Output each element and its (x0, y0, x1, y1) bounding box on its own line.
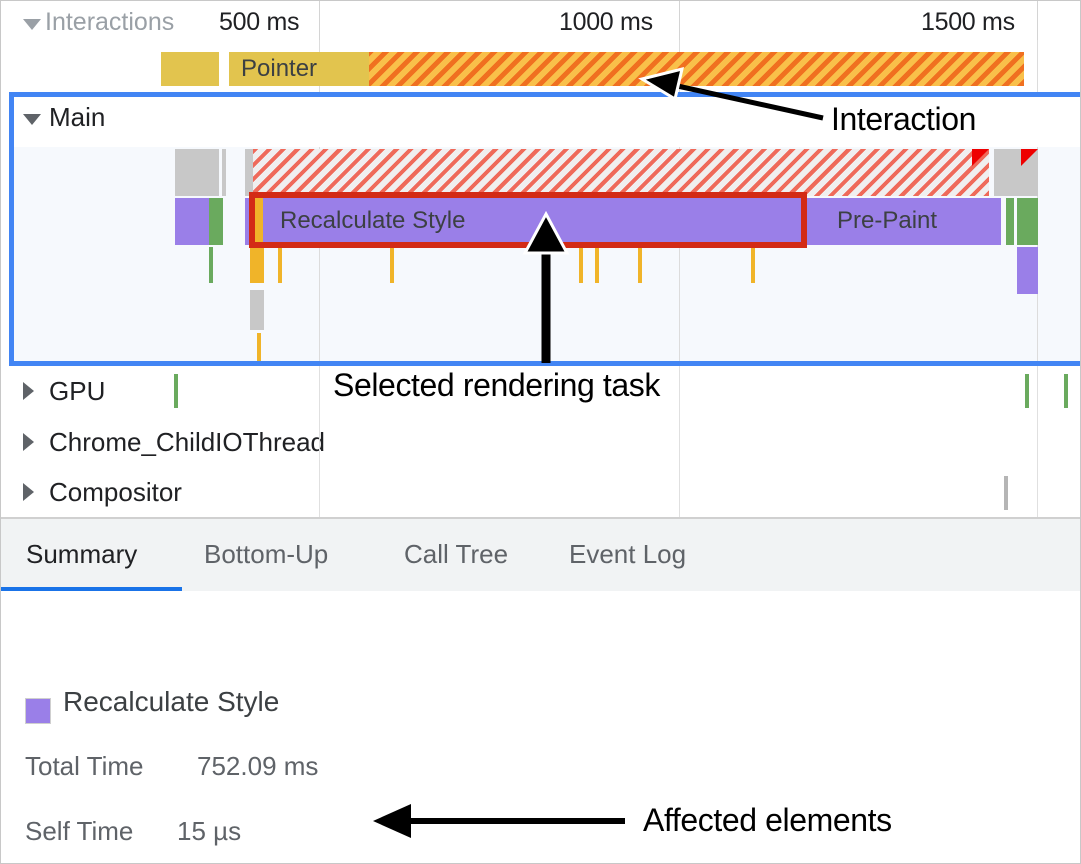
grid-line (679, 417, 680, 468)
main-track-title: Main (49, 102, 106, 132)
timeline-ruler: Interactions 500 ms 1000 ms 1500 ms (1, 1, 1080, 41)
gpu-event-mark[interactable] (1025, 374, 1029, 408)
grid-line (319, 366, 320, 417)
flame-box[interactable] (1017, 198, 1038, 245)
flame-box[interactable] (175, 149, 219, 196)
flame-box-label: Pre-Paint (837, 207, 938, 234)
grid-line (679, 366, 680, 417)
interactions-track-lane: Pointer (1, 40, 1080, 93)
tab-bottom-up[interactable]: Bottom-Up (204, 539, 329, 569)
grid-line (319, 417, 320, 468)
grid-line (679, 147, 680, 366)
metric-label: Self Time (25, 816, 134, 846)
ruler-tick-label: 500 ms (219, 8, 300, 36)
tab-call-tree[interactable]: Call Tree (404, 539, 509, 569)
ruler-divider (1037, 1, 1038, 40)
flame-tick[interactable] (209, 247, 213, 283)
active-tab-underline (1, 587, 182, 591)
flame-box[interactable] (255, 198, 263, 245)
metric-value: 752.09 ms (197, 751, 319, 781)
event-title: Recalculate Style (63, 686, 280, 717)
annotation-selected-task-label: Selected rendering task (333, 367, 661, 403)
summary-content: Recalculate Style Total Time 752.09 ms S… (1, 591, 1080, 863)
interaction-event-hatched[interactable] (369, 52, 1024, 86)
tab-summary[interactable]: Summary (26, 539, 138, 569)
annotation-affected-elements-label: Affected elements (643, 802, 892, 838)
gpu-event-mark[interactable] (174, 374, 178, 408)
flame-box-recalculate-style[interactable]: Recalculate Style (263, 198, 811, 245)
grid-line (1037, 40, 1038, 92)
warning-triangle-icon (1021, 149, 1038, 166)
grid-line (319, 147, 320, 366)
ruler-divider (679, 1, 680, 40)
flame-box[interactable] (1017, 247, 1038, 294)
event-title-row: Recalculate Style (1, 686, 1080, 730)
grid-line (1037, 468, 1038, 517)
flame-tick[interactable] (638, 247, 642, 283)
flame-box[interactable] (209, 198, 223, 245)
gpu-track-title: GPU (49, 376, 106, 406)
flame-box-pre-paint[interactable]: Pre-Paint (827, 198, 1001, 245)
chevron-down-icon[interactable] (23, 114, 41, 125)
metric-value: 15 µs (177, 816, 242, 846)
chrome-childiothread-track-title: Chrome_ChildIOThread (49, 427, 326, 457)
annotation-interaction-label: Interaction (831, 101, 977, 137)
flame-tick[interactable] (595, 247, 599, 283)
grid-line (1037, 366, 1038, 417)
chevron-down-icon[interactable] (23, 19, 41, 30)
ruler-tick-label: 1000 ms (559, 8, 653, 36)
flame-tick[interactable] (250, 247, 264, 283)
flame-tick[interactable] (278, 247, 282, 283)
main-track-header[interactable]: Main (1, 92, 1080, 147)
flame-box[interactable] (811, 198, 827, 245)
flame-box[interactable] (1006, 198, 1014, 245)
chrome-childiothread-track[interactable]: Chrome_ChildIOThread (1, 417, 1080, 469)
flame-box-label: Recalculate Style (280, 207, 466, 234)
flame-box-long-task[interactable] (253, 149, 989, 196)
compositor-track[interactable]: Compositor (1, 468, 1080, 517)
compositor-track-title: Compositor (49, 477, 182, 507)
flame-tick[interactable] (257, 333, 261, 366)
ruler-tick-label: 1500 ms (921, 8, 1015, 36)
tab-event-log[interactable]: Event Log (569, 539, 687, 569)
flame-box[interactable] (994, 149, 1038, 196)
interaction-event[interactable] (161, 52, 219, 86)
gpu-event-mark[interactable] (1064, 374, 1068, 408)
flame-box[interactable] (245, 198, 255, 245)
details-pane: Summary Bottom-Up Call Tree Event Log Re… (1, 517, 1080, 863)
flame-tick[interactable] (390, 247, 394, 283)
grid-line (319, 468, 320, 517)
details-tabbar: Summary Bottom-Up Call Tree Event Log (1, 519, 1080, 592)
grid-line (679, 468, 680, 517)
flame-box[interactable] (175, 198, 209, 245)
compositor-event-mark[interactable] (1004, 476, 1008, 510)
chevron-right-icon[interactable] (23, 433, 34, 451)
chevron-right-icon[interactable] (23, 483, 34, 501)
flame-tick[interactable] (751, 247, 755, 283)
warning-triangle-icon (972, 149, 989, 166)
chevron-right-icon[interactable] (23, 382, 34, 400)
metric-label: Total Time (25, 751, 144, 781)
flame-tick[interactable] (250, 290, 264, 330)
gpu-track[interactable]: GPU (1, 366, 1080, 418)
grid-line (1037, 417, 1038, 468)
main-flame-chart[interactable]: Task Recalculate Style Pre-Paint (14, 147, 1080, 366)
ruler-divider (319, 1, 320, 40)
flame-tick[interactable] (579, 247, 583, 283)
event-color-swatch (25, 698, 51, 724)
interactions-track-title[interactable]: Interactions (45, 8, 175, 36)
flame-box[interactable] (222, 149, 226, 196)
interaction-event-label: Pointer (241, 55, 318, 82)
interaction-event-pointer[interactable]: Pointer (229, 52, 369, 86)
